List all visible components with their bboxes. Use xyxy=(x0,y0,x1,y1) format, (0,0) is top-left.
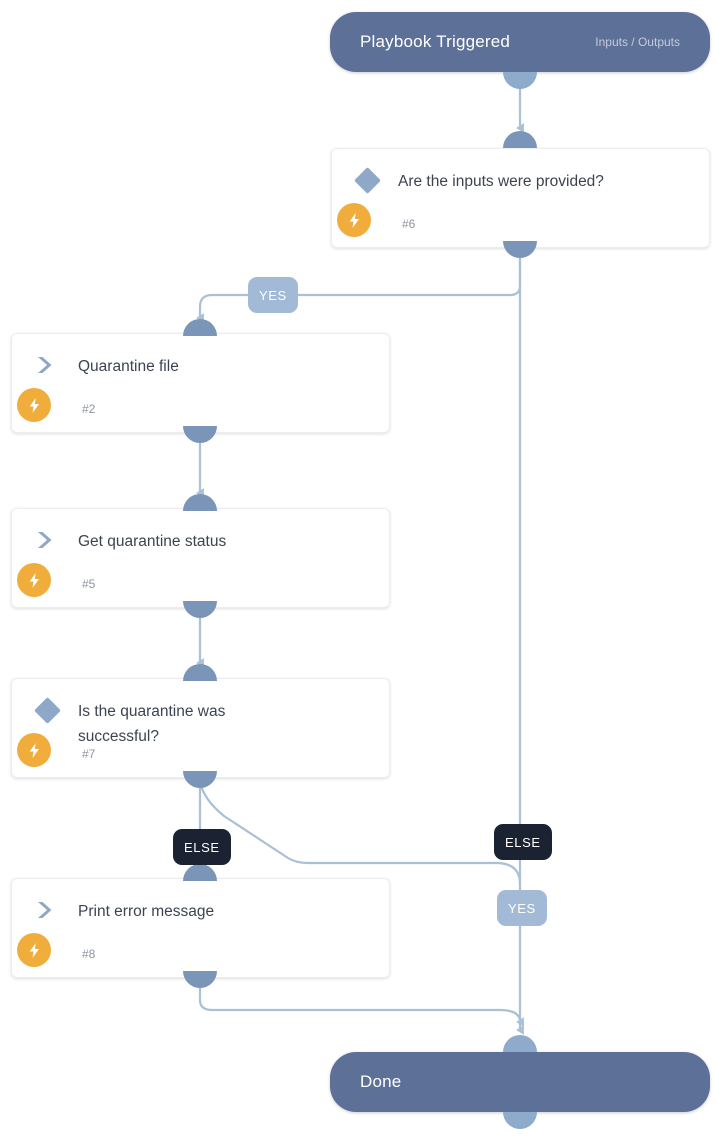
node-2-title: Quarantine file xyxy=(78,358,179,375)
port-out-node-5[interactable] xyxy=(183,601,217,618)
node-6-title: Are the inputs were provided? xyxy=(398,173,604,190)
chevron-right-icon xyxy=(30,899,64,919)
node-6-header: Are the inputs were provided? xyxy=(332,149,709,194)
node-7-title: Is the quarantine was successful? xyxy=(78,703,226,746)
port-out-node-6[interactable] xyxy=(503,241,537,258)
node-quarantine-file[interactable]: Quarantine file #2 xyxy=(11,333,390,433)
edge-node8-to-done xyxy=(198,980,524,1027)
port-out-done[interactable] xyxy=(503,1112,537,1129)
node-2-footer: #2 xyxy=(12,402,389,416)
node-done[interactable]: Done xyxy=(330,1052,710,1112)
branch-label-yes-node-6-text: YES xyxy=(259,287,287,303)
branch-label-else-node-6[interactable]: ELSE xyxy=(494,824,552,860)
chevron-right-icon xyxy=(30,354,64,374)
branch-label-yes-node-7-text: YES xyxy=(508,900,536,916)
node-8-header: Print error message xyxy=(12,879,389,924)
lightning-icon xyxy=(17,388,51,422)
lightning-icon xyxy=(17,933,51,967)
node-8-index: #8 xyxy=(82,947,96,961)
node-6-index: #6 xyxy=(402,217,416,231)
branch-label-else-node-7-text: ELSE xyxy=(184,839,220,855)
lightning-icon xyxy=(17,733,51,767)
port-in-node-7[interactable] xyxy=(183,664,217,681)
node-playbook-triggered[interactable]: Playbook Triggered Inputs / Outputs xyxy=(330,12,710,72)
node-8-footer: #8 xyxy=(12,947,389,961)
node-get-quarantine-status[interactable]: Get quarantine status #5 xyxy=(11,508,390,608)
port-in-node-5[interactable] xyxy=(183,494,217,511)
diamond-icon xyxy=(30,697,64,724)
port-out-playbook-triggered[interactable] xyxy=(503,72,537,89)
port-out-node-2[interactable] xyxy=(183,426,217,443)
chevron-right-icon xyxy=(30,529,64,549)
node-7-index: #7 xyxy=(82,747,96,761)
playbook-triggered-title: Playbook Triggered xyxy=(360,32,511,51)
playbook-triggered-subtitle: Inputs / Outputs xyxy=(595,35,680,49)
node-7-header: Is the quarantine was successful? xyxy=(12,679,389,749)
node-7-footer: #7 xyxy=(12,747,389,761)
node-is-the-quarantine-was-successful[interactable]: Is the quarantine was successful? #7 xyxy=(11,678,390,778)
node-2-index: #2 xyxy=(82,402,96,416)
node-5-index: #5 xyxy=(82,577,96,591)
lightning-icon xyxy=(337,203,371,237)
branch-label-else-node-7[interactable]: ELSE xyxy=(173,829,231,865)
port-in-node-2[interactable] xyxy=(183,319,217,336)
node-5-footer: #5 xyxy=(12,577,389,591)
diamond-icon xyxy=(350,167,384,194)
lightning-icon xyxy=(17,563,51,597)
node-6-footer: #6 xyxy=(332,217,709,231)
done-title: Done xyxy=(360,1072,402,1091)
port-out-node-7[interactable] xyxy=(183,771,217,788)
port-out-node-8[interactable] xyxy=(183,971,217,988)
node-5-title: Get quarantine status xyxy=(78,533,227,550)
branch-label-yes-node-7[interactable]: YES xyxy=(497,890,547,926)
node-are-the-inputs-were-provided[interactable]: Are the inputs were provided? #6 xyxy=(331,148,710,248)
node-print-error-message[interactable]: Print error message #8 xyxy=(11,878,390,978)
edge-node7-yes-to-trunk xyxy=(198,780,522,886)
port-in-node-6[interactable] xyxy=(503,131,537,148)
port-in-done[interactable] xyxy=(503,1035,537,1052)
port-in-node-8[interactable] xyxy=(183,864,217,881)
branch-label-yes-node-6[interactable]: YES xyxy=(248,277,298,313)
branch-label-else-node-6-text: ELSE xyxy=(505,834,541,850)
node-2-header: Quarantine file xyxy=(12,334,389,379)
node-5-header: Get quarantine status xyxy=(12,509,389,554)
node-8-title: Print error message xyxy=(78,903,215,920)
